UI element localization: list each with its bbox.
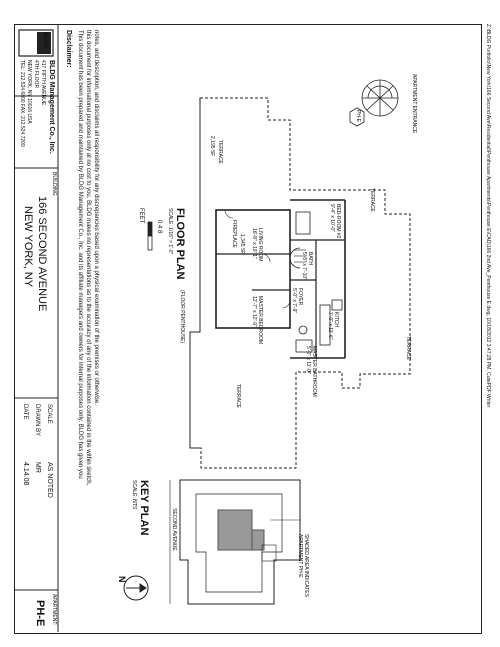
bldg-logo-mark (18, 29, 54, 57)
kitchen-size: 7'-0" x 11'-6" (327, 312, 333, 340)
key-plan-drawing (169, 479, 301, 605)
disclaimer-title: Disclaimer: (65, 30, 72, 68)
terrace-label-4: TERRACE (235, 384, 241, 408)
fireplace-label: FIREPLACE (231, 220, 237, 248)
floor-plan-subtitle: (FLOOR PENTHOUSE) (179, 290, 185, 344)
sheet-border (14, 24, 482, 634)
scale-bar-unit: FEET (138, 208, 144, 224)
date-label: DATE (22, 404, 28, 420)
disclaimer-line-2: this document for informational purposes… (85, 30, 91, 486)
key-plan-scale: SCALE: NTS (131, 480, 137, 510)
company-logo-text: BLDG (42, 32, 48, 49)
living-room-label: LIVING ROOM (257, 228, 263, 262)
scale-label: SCALE (46, 404, 52, 424)
apartment-label: APARTMENT: (51, 594, 57, 626)
floor-plan-title: FLOOR PLAN (174, 208, 186, 280)
key-plan-note-1: SHADED AREA INDICATES (303, 534, 309, 597)
bedroom-2-size: 9'-4" x 10'-0" (329, 204, 335, 232)
master-bedroom-label: MASTER BEDROOM (257, 296, 263, 345)
living-room-area: 1,345 SF (239, 234, 245, 255)
foyer-label: FOYER (297, 288, 303, 306)
building-label: BUILDING (51, 172, 57, 196)
north-label: N (117, 576, 127, 583)
terrace-label-1: TERRACE (217, 140, 223, 164)
entrance-stair (361, 79, 399, 117)
apartment-value: PH-E (34, 600, 46, 627)
kitchen-label: KITCH (333, 312, 339, 327)
key-plan-title: KEY PLAN (138, 480, 150, 536)
phe-tag-marker (349, 107, 365, 127)
file-path-header: Z:\BLDG Portfolio\New York\166 Second Av… (485, 24, 491, 408)
drawn-by-value: MR (34, 462, 41, 473)
master-bathroom-label: MASTER BATHROOM (311, 346, 317, 397)
scale-value: AS NOTED (46, 462, 53, 498)
bedroom-2-label: BED-ROOM #2 (335, 204, 341, 239)
living-room-size: 16'-8" x 19'-1" (251, 228, 257, 259)
disclaimer-line-1: This document has been prepared and main… (77, 30, 83, 479)
terrace-label-3: TERRACE (405, 336, 411, 360)
company-name: BLDG Management Co., Inc. (48, 60, 55, 154)
terrace-label-2: TERRACE (369, 188, 375, 212)
company-address-1: 417 FIFTH AVENUE (40, 60, 46, 106)
bath-size: 5'-5" x 7'-10" (301, 252, 307, 280)
key-plan-street-label: SECOND AVENUE (171, 508, 177, 551)
company-address-2: 4TH FLOOR (33, 60, 39, 89)
north-arrow (123, 575, 149, 601)
building-address: 166 SECOND AVENUE (36, 196, 48, 312)
drawn-by-label: DRAWN BY (34, 404, 40, 437)
master-bathroom-size: 5'-0" x 11'-0" (305, 346, 311, 374)
scale-bar-numbers: 0 4 8 (156, 220, 162, 234)
apartment-entrance-label: APARTMENT ENTRANCE (411, 74, 417, 134)
master-bedroom-size: 12'-7" x 12'-9" (251, 296, 257, 327)
foyer-size: 5'-0" x 7'-9" (291, 288, 297, 314)
company-address-3: NEW YORK, NY 10016 USA (26, 60, 32, 124)
company-phone: TEL: 212.524.6800 FAX: 212.524.7209 (19, 60, 25, 147)
key-plan-note-2: APARTMENT PH-E (297, 534, 303, 578)
floor-plan-scale: SCALE: 1/16" = 1'-0" (167, 208, 173, 255)
disclaimer-line-3: notes, and description, and disclaims al… (93, 30, 99, 405)
date-value: 4.14.08 (22, 462, 29, 486)
terrace-area-1: 2,195 SF (209, 136, 215, 157)
bath-label: BATH (307, 252, 313, 265)
phe-tag-label: PH-E (355, 110, 361, 122)
floor-plan-drawing (189, 97, 411, 469)
building-city: NEW YORK, NY (22, 206, 34, 288)
scale-bar (147, 221, 153, 251)
